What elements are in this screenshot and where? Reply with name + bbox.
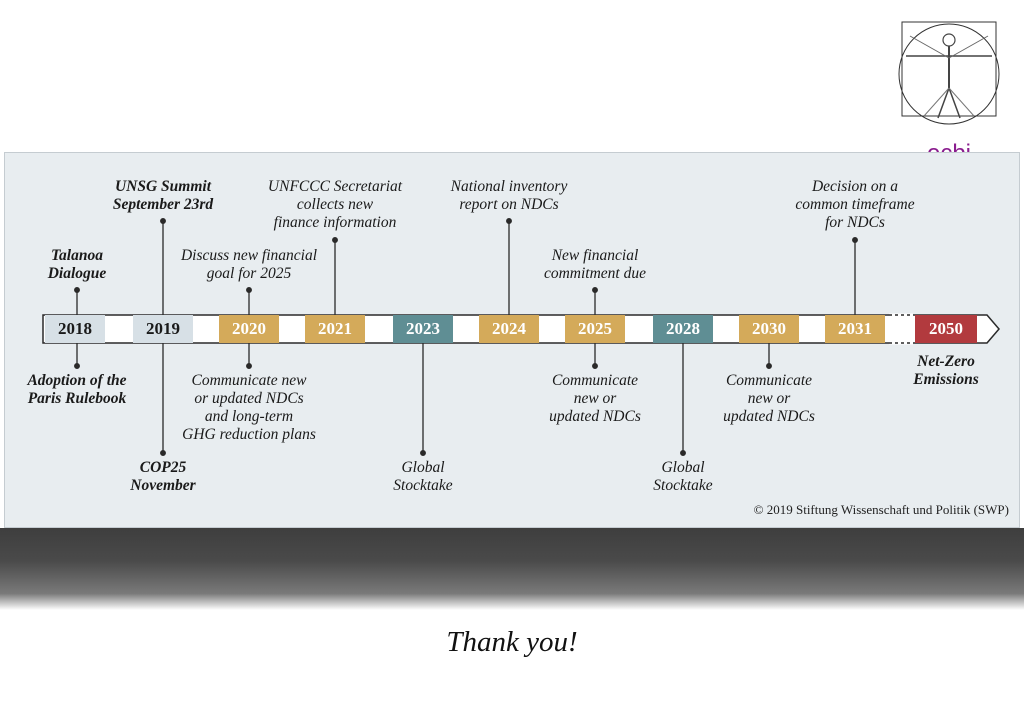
year-2025: 2025 (565, 315, 625, 343)
vitruvian-man-icon (898, 21, 1000, 125)
year-2050: 2050 (915, 315, 977, 343)
year-2019: 2019 (133, 315, 193, 343)
year-2031: 2031 (825, 315, 885, 343)
event-cop25: COP25 November (130, 459, 196, 494)
year-2024: 2024 (479, 315, 539, 343)
event-unfccc-secretariat: UNFCCC Secretariat collects new finance … (267, 178, 403, 231)
event-communicate-2030: Communicate new or updated NDCs (723, 372, 815, 425)
event-talanoa-dialogue: Talanoa Dialogue (47, 247, 107, 282)
event-global-stocktake-2023: Global Stocktake (393, 459, 453, 494)
year-2023: 2023 (393, 315, 453, 343)
event-national-inventory: National inventory report on NDCs (450, 178, 568, 213)
year-2021: 2021 (305, 315, 365, 343)
year-2018: 2018 (45, 315, 105, 343)
event-discuss-financial-goal: Discuss new financial goal for 2025 (180, 247, 318, 282)
timeline-panel: 2018 2019 2020 2021 2023 2024 2025 2028 … (4, 152, 1020, 528)
event-decision-timeframe: Decision on a common timeframe for NDCs (795, 178, 915, 231)
panel-shadow (0, 528, 1024, 610)
event-unsg-summit: UNSG Summit September 23rd (112, 178, 214, 213)
year-2028: 2028 (653, 315, 713, 343)
thank-you-text: Thank you! (446, 626, 578, 658)
event-global-stocktake-2028: Global Stocktake (653, 459, 713, 494)
ecbi-logo: ecbi (896, 18, 1002, 167)
connector-lines (74, 218, 858, 456)
event-communicate-2025: Communicate new or updated NDCs (549, 372, 641, 425)
year-2020: 2020 (219, 315, 279, 343)
year-2030: 2030 (739, 315, 799, 343)
event-net-zero: Net-Zero Emissions (913, 353, 979, 388)
copyright-notice: © 2019 Stiftung Wissenschaft und Politik… (753, 502, 1009, 517)
event-adoption-rulebook: Adoption of the Paris Rulebook (27, 372, 127, 407)
event-new-financial-commitment: New financial commitment due (543, 247, 646, 282)
event-communicate-2020: Communicate new or updated NDCs and long… (182, 372, 316, 443)
